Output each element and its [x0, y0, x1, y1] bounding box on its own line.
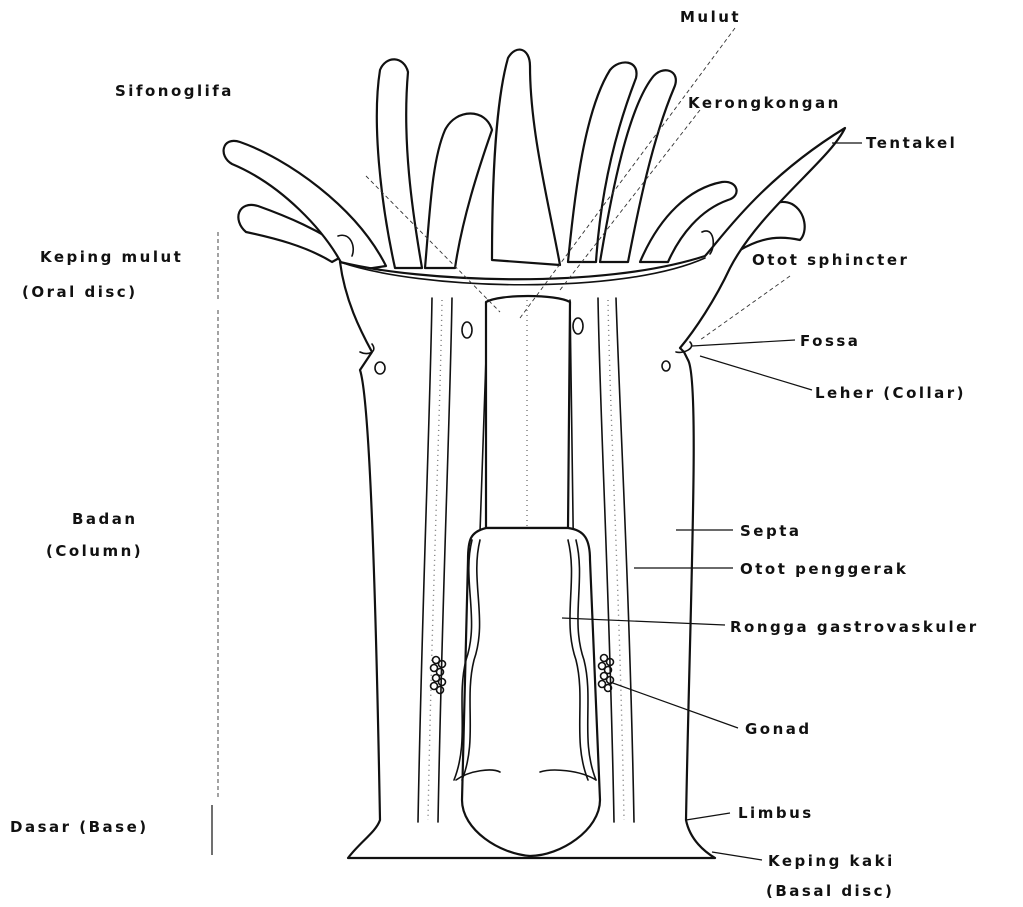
sphincter-right-fold	[702, 231, 713, 254]
label-fossa: Fossa	[800, 332, 860, 350]
label-tentakel: Tentakel	[866, 134, 957, 152]
label-leher: Leher (Collar)	[815, 384, 966, 402]
label-limbus: Limbus	[738, 804, 814, 822]
label-otot-sphincter: Otot sphincter	[752, 251, 909, 269]
tentacle-2	[425, 114, 492, 269]
pharynx	[486, 296, 570, 528]
label-gonad: Gonad	[745, 720, 812, 738]
tentacles	[224, 50, 805, 272]
label-sifonoglifa: Sifonoglifa	[115, 82, 234, 100]
label-otot-penggerak: Otot penggerak	[740, 560, 908, 578]
label-oral-disc: (Oral disc)	[22, 283, 138, 301]
label-column: (Column)	[46, 542, 143, 560]
label-badan: Badan	[72, 510, 138, 528]
label-basal-disc: (Basal disc)	[766, 882, 894, 900]
label-rongga: Rongga gastrovaskuler	[730, 618, 979, 636]
leader-limbus	[686, 813, 730, 820]
tentacle-3	[492, 50, 560, 265]
label-keping-kaki: Keping kaki	[768, 852, 895, 870]
label-dasar: Dasar (Base)	[10, 818, 149, 836]
leader-fossa	[692, 340, 795, 346]
label-kerongkongan: Kerongkongan	[688, 94, 841, 112]
leader-keping-kaki	[712, 852, 762, 860]
label-mulut: Mulut	[680, 8, 741, 26]
label-keping-mulut: Keping mulut	[40, 248, 183, 266]
tentacle-1	[377, 59, 422, 268]
leader-leher	[700, 356, 812, 390]
label-septa: Septa	[740, 522, 802, 540]
